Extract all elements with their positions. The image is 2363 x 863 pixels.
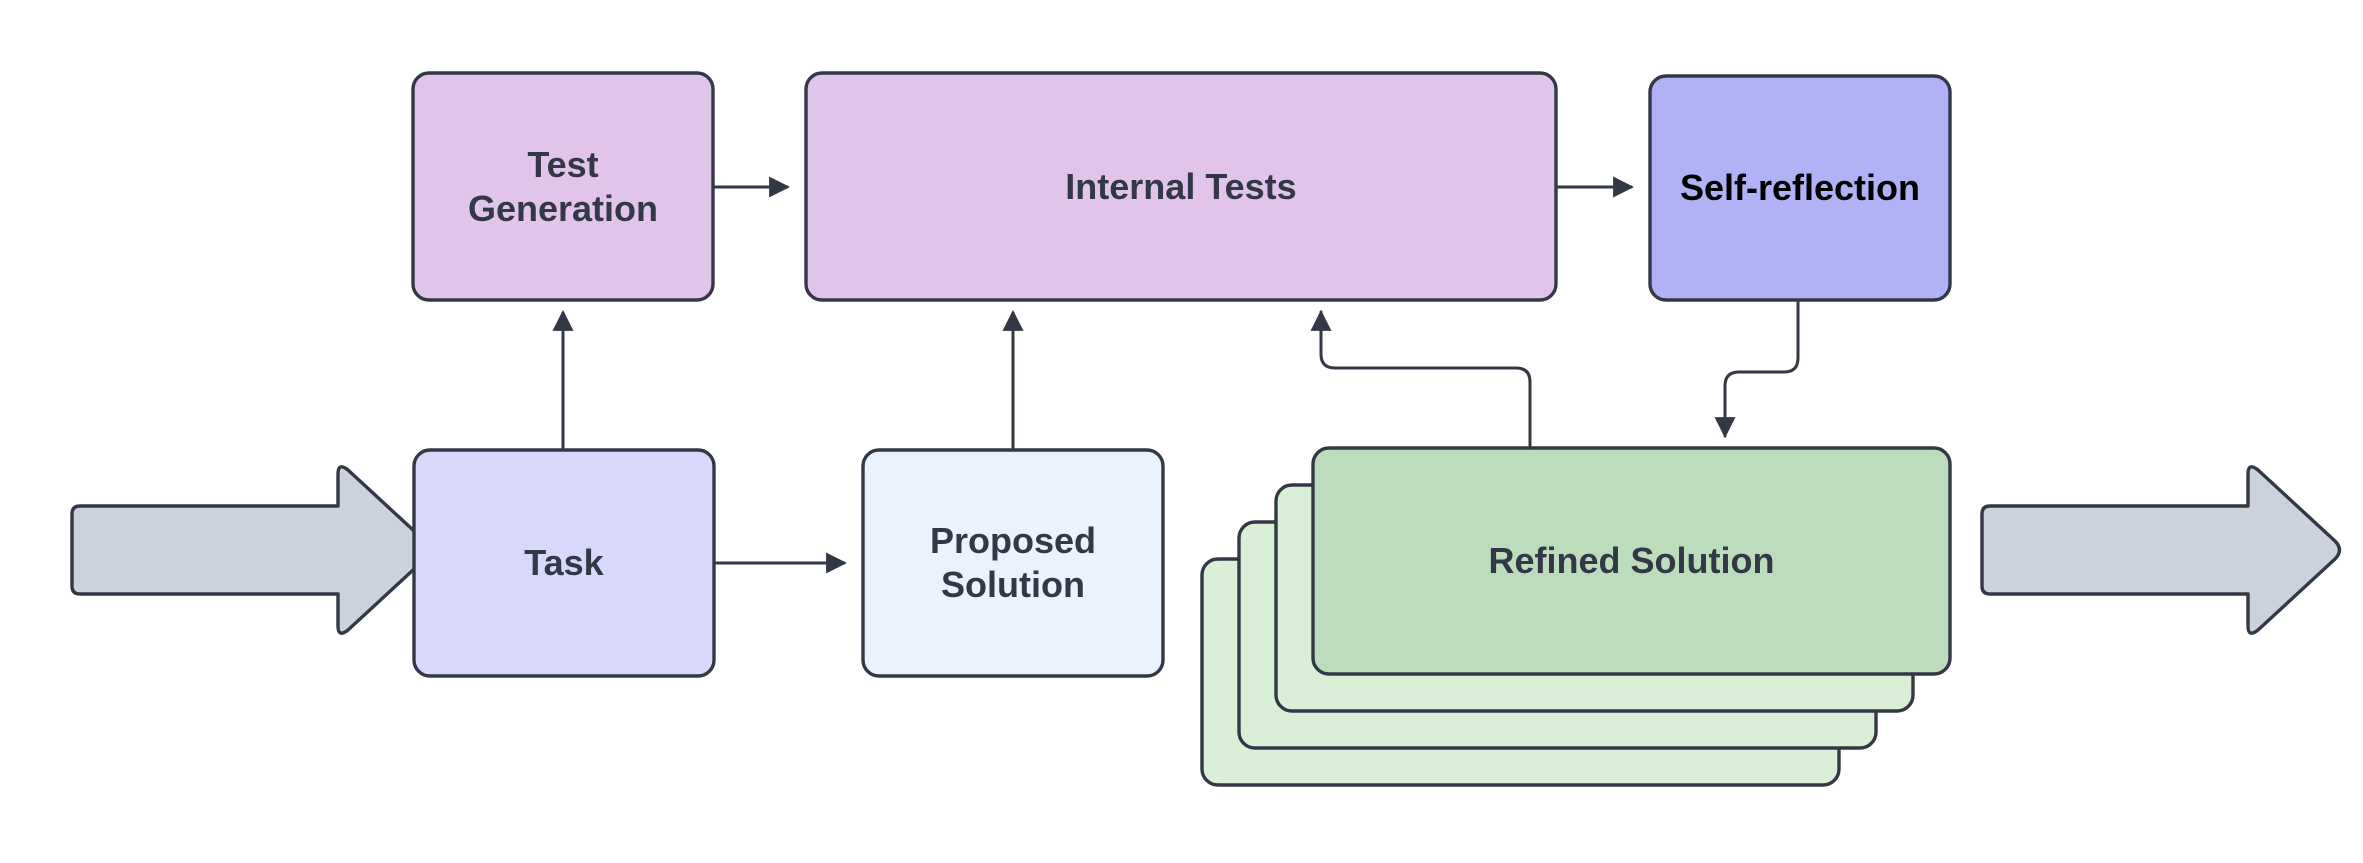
internal-tests-node[interactable] (804, 71, 1558, 302)
refined-solution-stack (1200, 446, 1952, 787)
output-block-arrow (1980, 465, 2342, 635)
edge-refined-solution-to-internal-tests (1310, 309, 1532, 450)
task-node[interactable] (412, 448, 716, 678)
refined-solution-front-card[interactable] (1311, 446, 1952, 676)
test-generation-node[interactable] (411, 71, 715, 302)
input-block-arrow (70, 465, 432, 635)
proposed-solution-node[interactable] (861, 448, 1165, 678)
edge-self-reflection-to-refined-solution (1714, 298, 1800, 439)
self-reflection-node[interactable] (1648, 74, 1952, 302)
